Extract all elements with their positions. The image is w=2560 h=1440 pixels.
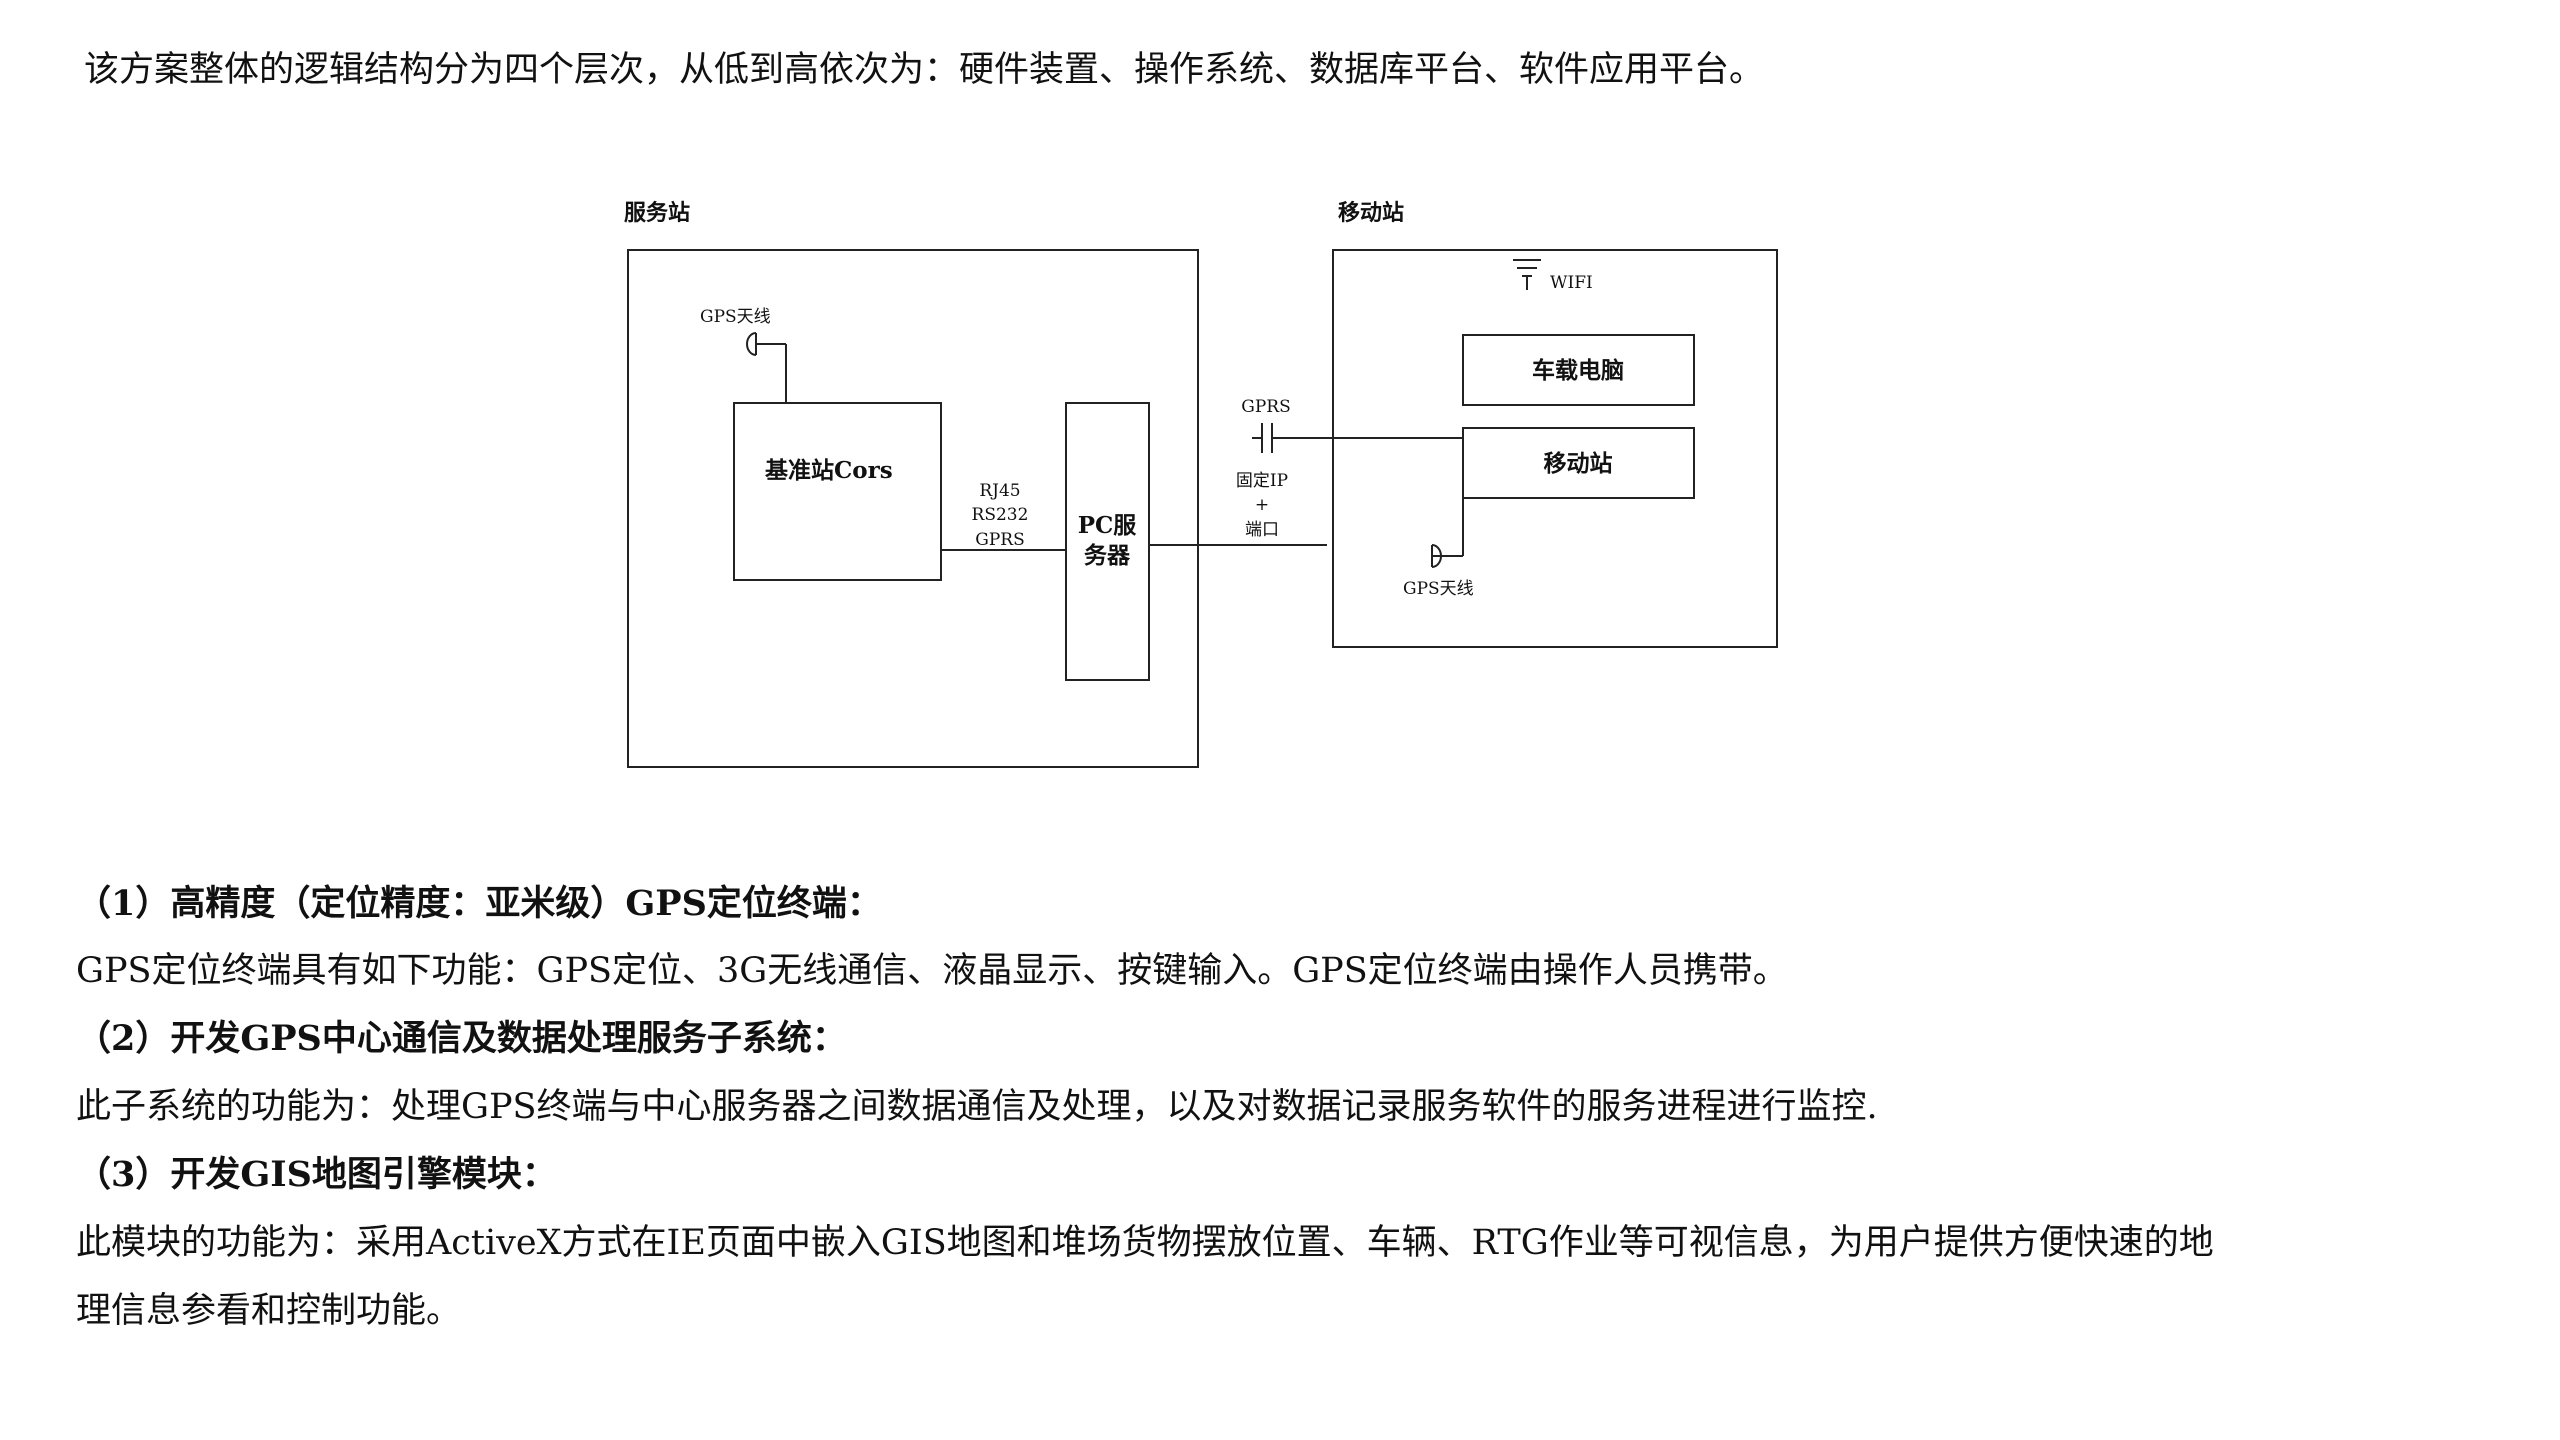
wifi-label: WIFI bbox=[1550, 273, 1593, 293]
section-3-body-line1: 此模块的功能为：采用ActiveX方式在IE页面中嵌入GIS地图和堆场货物摆放位… bbox=[76, 1223, 2214, 1263]
link-label-gprs: GPRS bbox=[975, 530, 1024, 550]
gprs-antenna-icon bbox=[1252, 423, 1463, 453]
vehicle-pc-label: 车载电脑 bbox=[1532, 357, 1624, 384]
gps-antenna-icon bbox=[746, 332, 787, 403]
mobile-inner-box bbox=[1462, 427, 1695, 499]
section-1-body: GPS定位终端具有如下功能：GPS定位、3G无线通信、液晶显示、按键输入。GPS… bbox=[76, 951, 1788, 991]
system-architecture-diagram: 服务站 GPS天线 基准站Cors RJ45 RS232 GPRS PC服 务器… bbox=[624, 200, 1778, 768]
section-3-heading: （3）开发GIS地图引擎模块： bbox=[76, 1154, 557, 1195]
gps-antenna-label: GPS天线 bbox=[700, 307, 771, 327]
mobile-gps-antenna-icon bbox=[1431, 498, 1464, 568]
port-label: 端口 bbox=[1245, 520, 1279, 540]
link-label-rs232: RS232 bbox=[972, 505, 1029, 525]
service-station-frame bbox=[627, 249, 1199, 768]
fixed-ip-label: 固定IP bbox=[1236, 471, 1288, 491]
pc-server-label-line1: PC服 bbox=[1078, 512, 1138, 539]
mobile-inner-label: 移动站 bbox=[1544, 450, 1613, 477]
mobile-station-title: 移动站 bbox=[1338, 200, 1404, 226]
mobile-gps-antenna-label: GPS天线 bbox=[1403, 579, 1474, 599]
wifi-antenna-icon bbox=[1513, 259, 1541, 290]
cors-box bbox=[733, 402, 942, 581]
plus-label: + bbox=[1255, 495, 1269, 515]
service-station-title: 服务站 bbox=[624, 200, 690, 226]
vehicle-pc-box bbox=[1462, 334, 1695, 406]
pc-server-box bbox=[1065, 402, 1150, 681]
intro-paragraph: 该方案整体的逻辑结构分为四个层次，从低到高依次为：硬件装置、操作系统、数据库平台… bbox=[84, 50, 1765, 90]
section-2-heading: （2）开发GPS中心通信及数据处理服务子系统： bbox=[76, 1018, 847, 1059]
gprs-label: GPRS bbox=[1241, 397, 1290, 417]
section-1-heading: （1）高精度（定位精度：亚米级）GPS定位终端： bbox=[76, 883, 882, 924]
pc-server-label-line2: 务器 bbox=[1084, 542, 1131, 569]
link-label-rj45: RJ45 bbox=[979, 481, 1020, 501]
cors-box-label: 基准站Cors bbox=[765, 457, 893, 484]
section-3-body-line2: 理信息参看和控制功能。 bbox=[76, 1291, 462, 1331]
mobile-station-frame bbox=[1332, 249, 1778, 648]
section-2-body: 此子系统的功能为：处理GPS终端与中心服务器之间数据通信及处理，以及对数据记录服… bbox=[76, 1087, 1878, 1127]
